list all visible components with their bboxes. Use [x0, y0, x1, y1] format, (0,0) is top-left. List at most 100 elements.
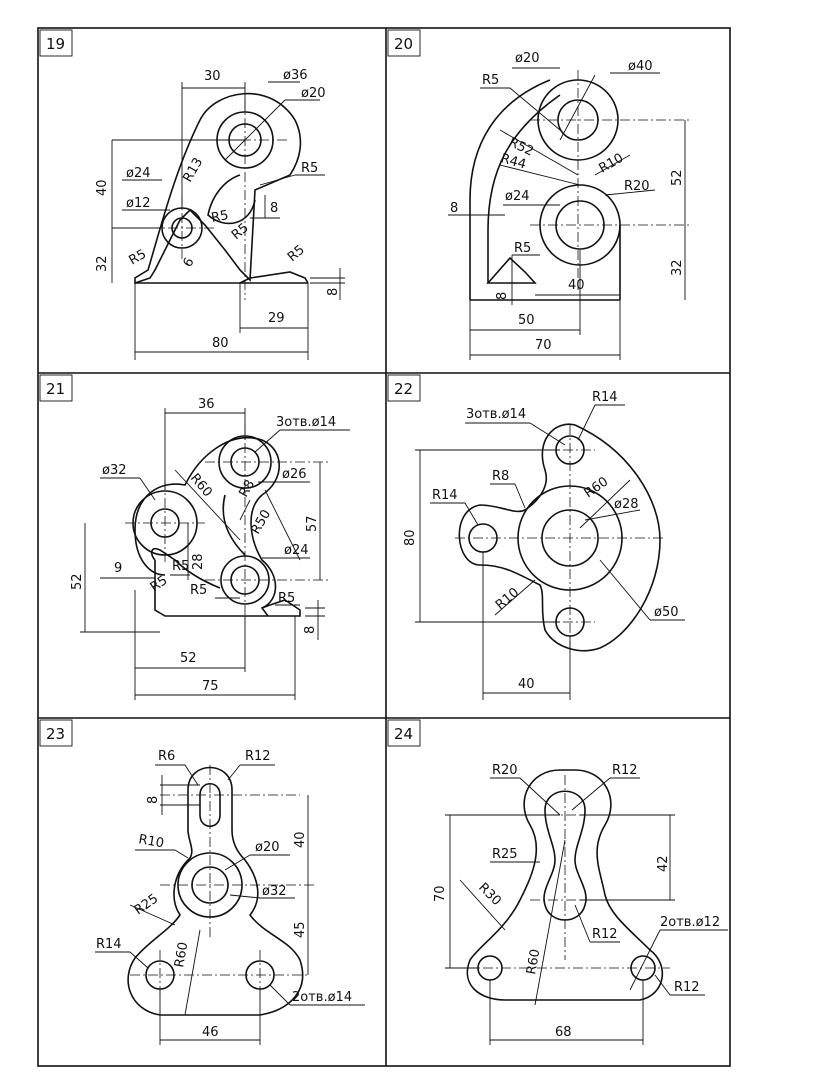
dim-label: 45 [293, 921, 308, 938]
panel-number: 22 [394, 380, 413, 398]
part-23-axes [130, 765, 315, 1000]
dim-label: ø50 [654, 605, 679, 620]
dim-label: ø28 [614, 497, 639, 512]
dim-label: ø24 [505, 189, 530, 204]
dim-label: R13 [180, 155, 206, 185]
dim-label: 50 [518, 313, 535, 328]
dim-label: ø40 [628, 59, 653, 74]
dim-label: 52 [670, 169, 685, 186]
part-24-dimensions [445, 777, 728, 1045]
dim-label: R60 [172, 941, 191, 969]
dim-label: 46 [202, 1025, 219, 1040]
dim-label: 32 [95, 255, 110, 272]
dim-label: 32 [670, 259, 685, 276]
dim-label: 8 [146, 796, 161, 804]
dim-label: 3отв.ø14 [276, 415, 336, 430]
dim-label: ø32 [262, 884, 287, 899]
dim-label: R5 [148, 573, 171, 595]
dim-label: R25 [132, 891, 162, 918]
dim-label: R12 [592, 927, 618, 942]
dim-label: R30 [475, 880, 504, 909]
part-19-dimensions [111, 81, 345, 360]
panel-number: 21 [46, 380, 65, 398]
panel-number-box [387, 29, 421, 57]
dim-label: 52 [180, 651, 197, 666]
dim-label: R5 [301, 161, 318, 176]
dim-label: 75 [202, 679, 219, 694]
dim-label: R60 [524, 948, 543, 976]
panel-number: 23 [46, 725, 65, 743]
sheet-frame [37, 27, 731, 1067]
dim-label: 8 [495, 292, 510, 300]
part-19-axes [150, 100, 290, 300]
panel-19: 19 [39, 29, 345, 360]
part-20-axes [530, 70, 690, 290]
part-22-outline [458, 423, 661, 652]
part-22-labels: 3отв.ø14 R14 R8 R60 R14 ø28 80 R10 ø50 4… [403, 390, 679, 692]
part-23-dimensions [95, 764, 365, 1045]
dim-label: R10 [137, 832, 165, 851]
part-23-labels: R6 R12 8 R10 ø20 40 ø32 R25 45 R14 R60 2… [96, 749, 352, 1040]
part-19-labels: 30 ø36 ø20 R5 40 ø24 R13 8 ø12 R5 R5 R5 … [95, 68, 341, 351]
dim-label: 80 [212, 336, 229, 351]
dim-label: R5 [285, 242, 308, 265]
panel-number: 20 [394, 35, 413, 53]
panel-20: 20 [387, 29, 690, 360]
dim-label: R5 [482, 73, 499, 88]
panel-number-box [39, 29, 73, 57]
dim-label: 68 [555, 1025, 572, 1040]
dim-label: 70 [433, 885, 448, 902]
dim-label: R14 [432, 488, 458, 503]
dim-label: R5 [210, 208, 230, 226]
dim-label: ø24 [126, 166, 151, 181]
dim-label: R20 [492, 763, 518, 778]
part-20-outline [469, 79, 621, 301]
dim-label: R8 [492, 469, 509, 484]
part-21-labels: 36 3отв.ø14 ø32 R60 ø26 R8 R50 57 52 9 R… [70, 397, 336, 694]
part-19-outline [134, 92, 309, 285]
part-22-dimensions [415, 404, 685, 700]
dim-label: R12 [245, 749, 271, 764]
dim-label: ø24 [284, 543, 309, 558]
part-21-axes [125, 425, 330, 625]
dim-label: R8 [236, 478, 258, 500]
dim-label: ø12 [126, 196, 151, 211]
dim-label: R5 [278, 591, 295, 606]
dim-label: 2отв.ø14 [292, 990, 352, 1005]
dim-label: 30 [204, 69, 221, 84]
dim-label: R44 [499, 151, 528, 172]
dim-label: ø20 [255, 840, 280, 855]
dim-label: R5 [127, 247, 149, 269]
dim-label: 8 [270, 201, 278, 216]
panel-23: 23 [39, 719, 365, 1045]
dim-label: 2отв.ø12 [660, 915, 720, 930]
panel-number-box [387, 374, 421, 402]
dim-label: R5 [172, 559, 189, 574]
dim-label: 70 [535, 338, 552, 353]
panel-24: 24 [387, 719, 728, 1045]
panel-number-box [387, 719, 421, 747]
dim-label: R5 [190, 583, 207, 598]
dim-label: R25 [492, 847, 518, 862]
dim-label: 36 [198, 397, 215, 412]
panel-number: 19 [46, 35, 65, 53]
dim-label: ø36 [283, 68, 308, 83]
dim-label: 40 [518, 677, 535, 692]
dim-label: 6 [180, 255, 197, 270]
dim-label: 40 [293, 831, 308, 848]
dim-label: 52 [70, 573, 85, 590]
dim-label: ø20 [301, 86, 326, 101]
panel-number-box [39, 719, 73, 747]
dim-label: R60 [582, 474, 612, 501]
panel-22: 22 [387, 374, 685, 700]
dim-label: R14 [592, 390, 618, 405]
dim-label: 9 [114, 561, 122, 576]
dim-label: 40 [95, 179, 110, 196]
dim-label: 28 [191, 553, 206, 570]
dim-label: R12 [674, 980, 700, 995]
dim-label: 80 [403, 529, 418, 546]
dim-label: R10 [493, 585, 522, 613]
part-20-dimensions [448, 67, 686, 360]
dim-label: R20 [624, 179, 650, 194]
